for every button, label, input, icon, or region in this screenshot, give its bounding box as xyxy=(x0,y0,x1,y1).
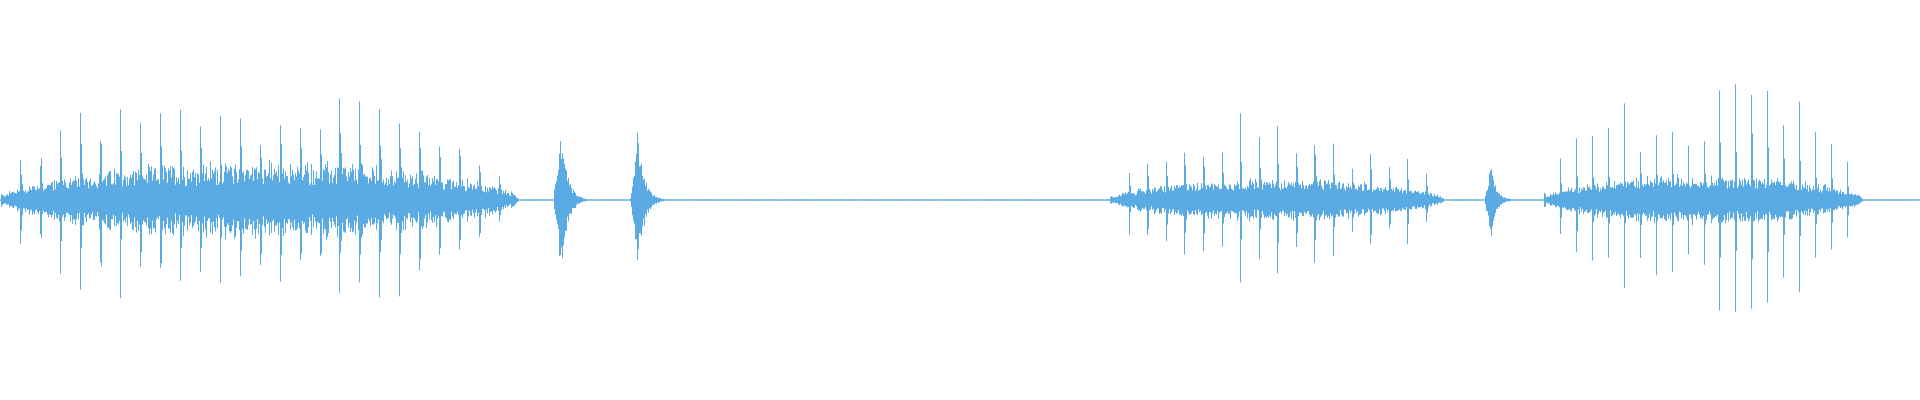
waveform-bars xyxy=(0,84,1920,312)
waveform-signal xyxy=(0,84,1920,312)
